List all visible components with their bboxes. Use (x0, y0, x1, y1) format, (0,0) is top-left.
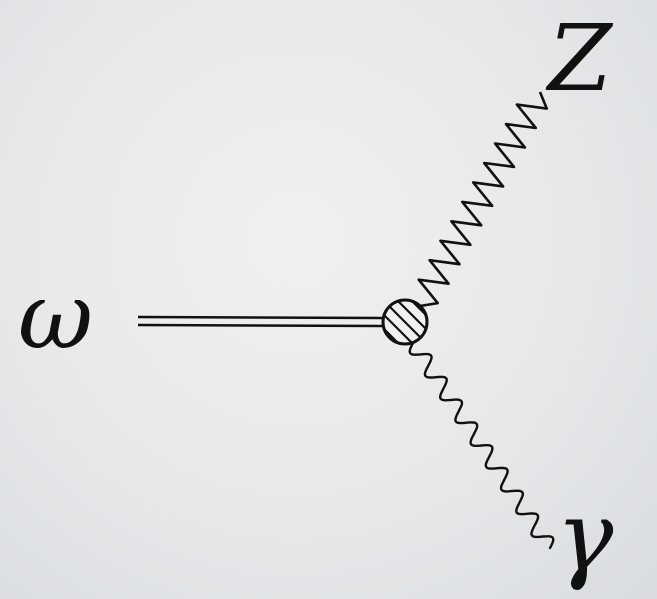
omega-propagator (137, 315, 385, 328)
photon-propagator (408, 341, 555, 550)
z-boson-propagator (417, 91, 549, 308)
interaction-vertex (381, 298, 429, 346)
vertex-hatch-line (383, 300, 427, 344)
vertex-hatch-line (388, 300, 427, 339)
z-label: Z (545, 5, 614, 112)
vertex-hatch-line (383, 305, 422, 344)
vertex-hatch-line (383, 300, 427, 344)
omega-label: ω (18, 263, 93, 370)
gamma-label: γ (556, 481, 614, 593)
